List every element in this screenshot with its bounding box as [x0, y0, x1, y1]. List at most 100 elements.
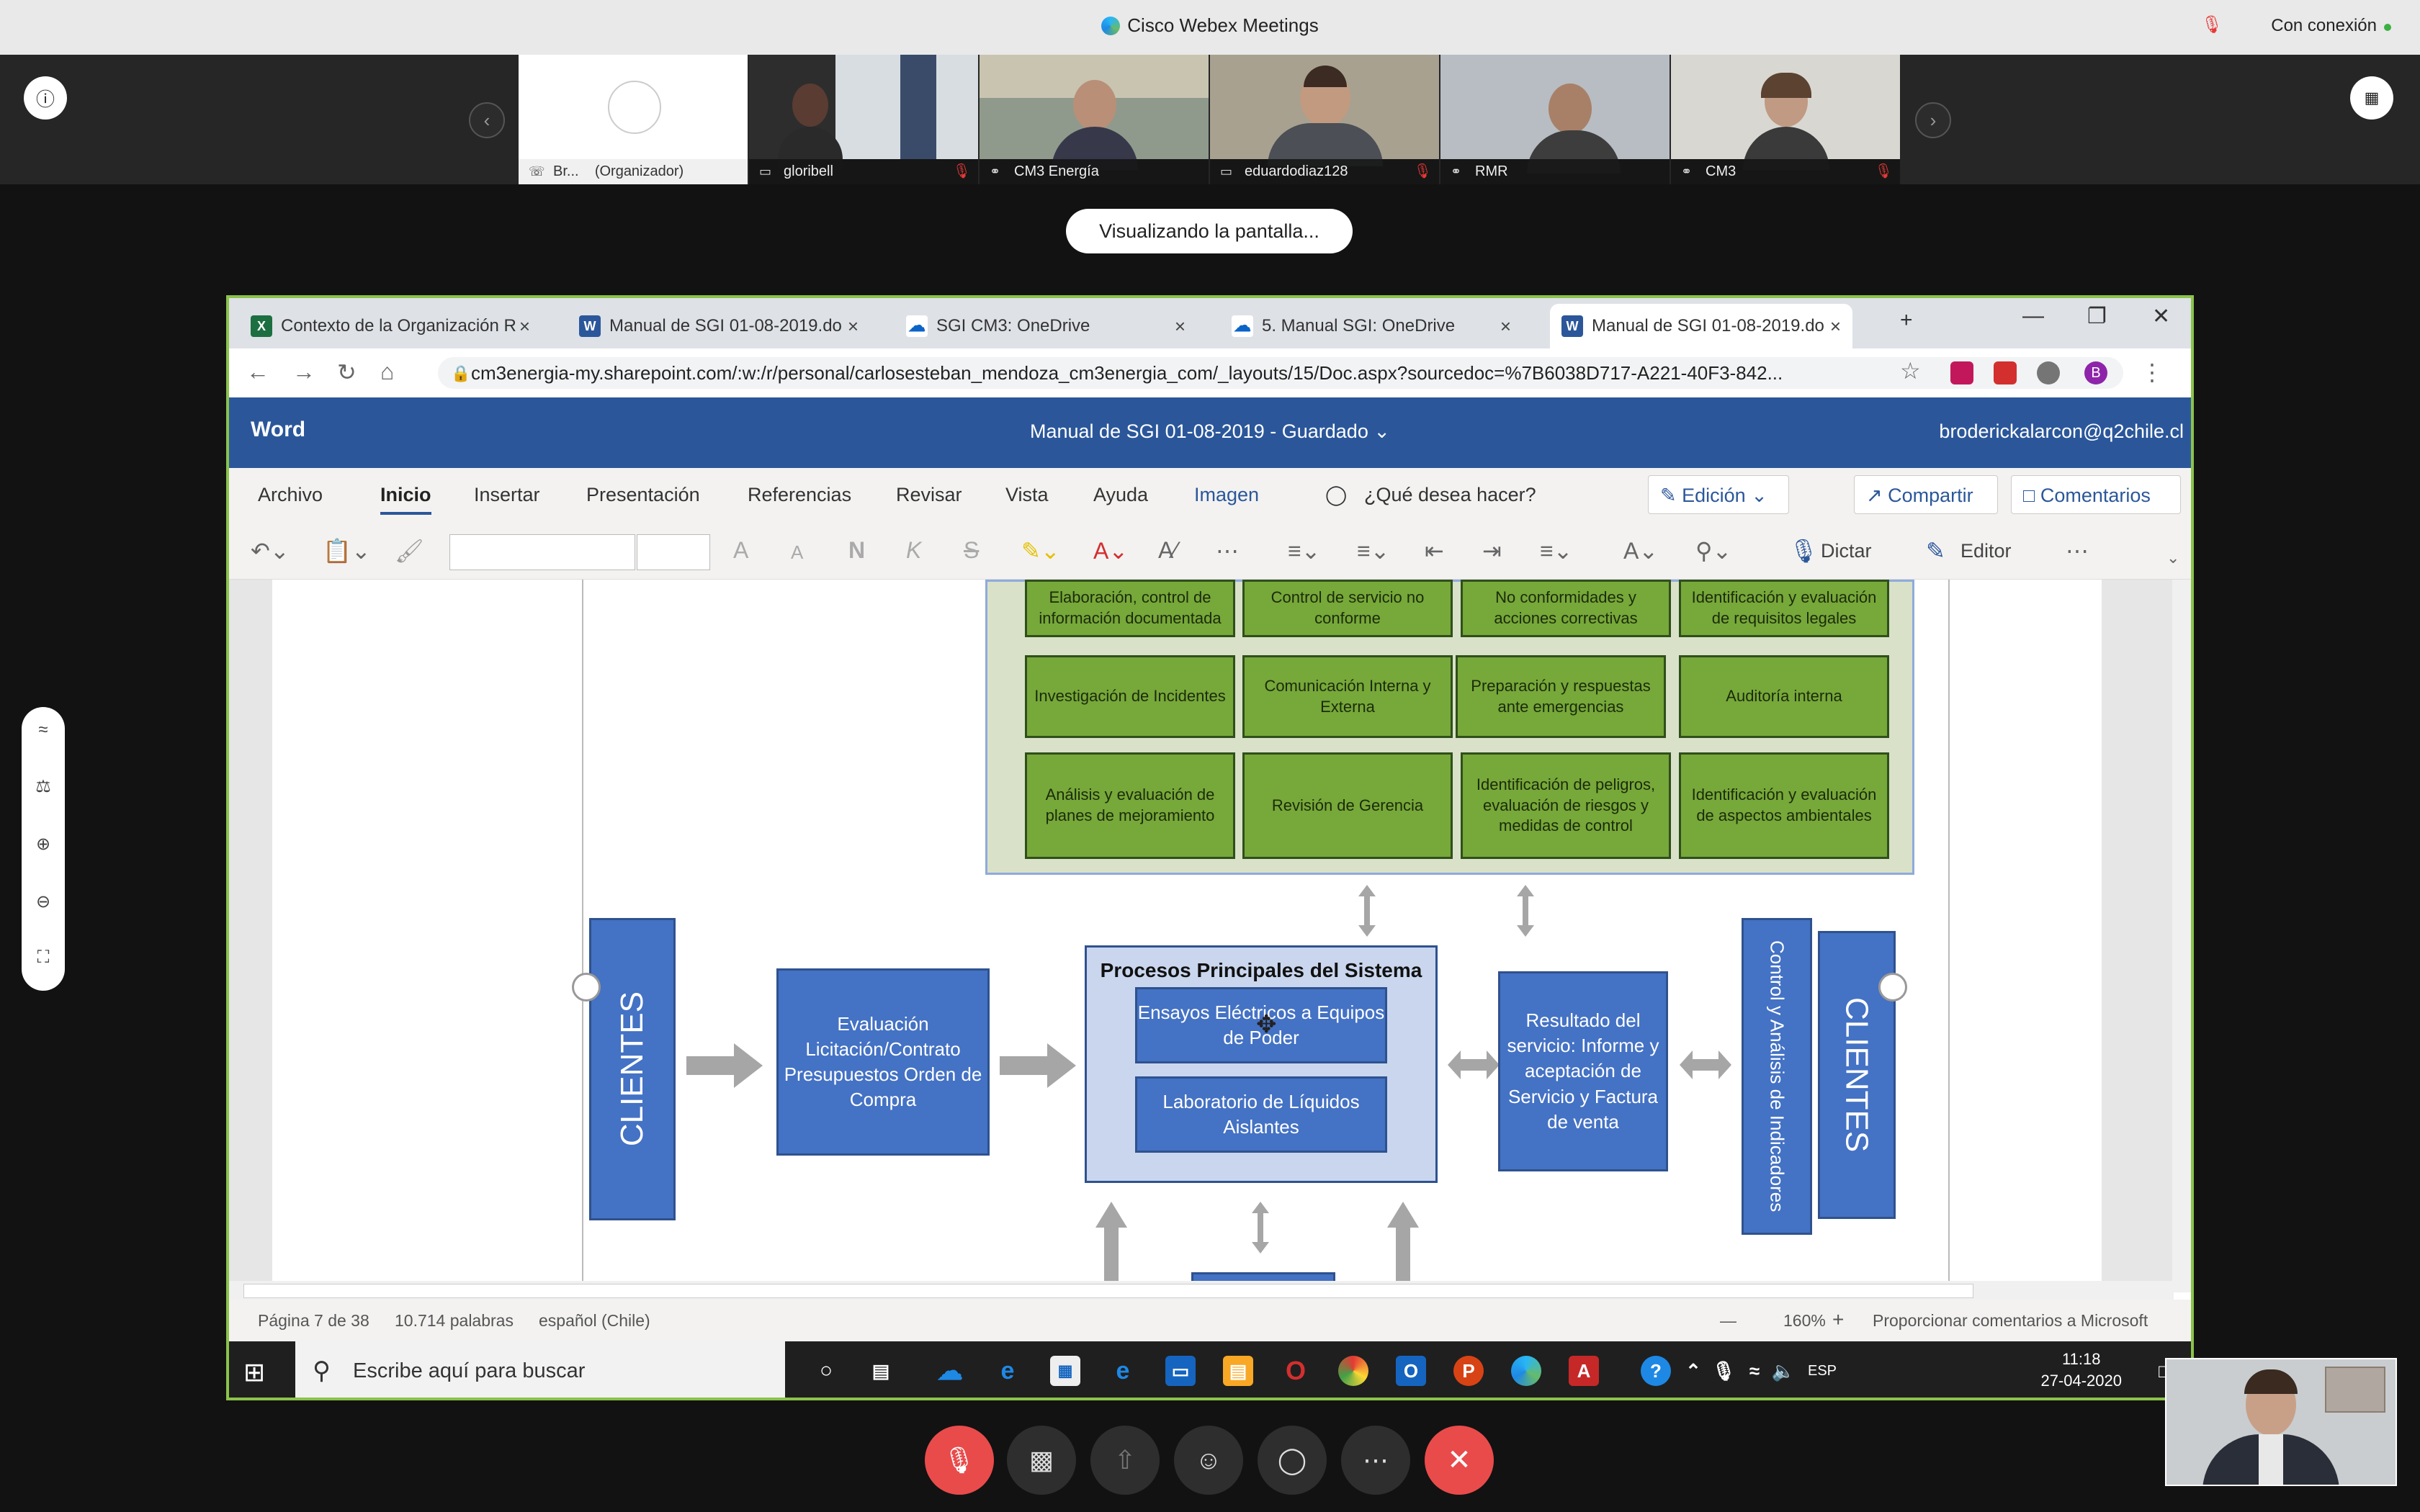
- document-language[interactable]: español (Chile): [539, 1311, 650, 1330]
- highlight-icon[interactable]: ✎⌄: [1021, 538, 1060, 564]
- chrome-icon[interactable]: [1338, 1356, 1368, 1386]
- strip-prev-button[interactable]: ‹: [469, 102, 505, 138]
- task-view-icon[interactable]: ▤: [871, 1359, 890, 1382]
- format-painter-icon[interactable]: 🖌: [395, 538, 424, 564]
- feedback-link[interactable]: Proporcionar comentarios a Microsoft: [1873, 1311, 2148, 1330]
- shrink-font-icon[interactable]: A: [791, 541, 804, 563]
- word-app-name[interactable]: Word: [251, 418, 306, 441]
- pen-icon[interactable]: ≈: [38, 720, 48, 739]
- forward-icon[interactable]: →: [292, 359, 315, 384]
- tab-referencias[interactable]: Referencias: [748, 484, 852, 505]
- editor-icon[interactable]: ✎: [1926, 538, 1945, 564]
- extension-icon[interactable]: [1994, 361, 2017, 384]
- font-color-icon[interactable]: A⌄: [1093, 538, 1129, 564]
- tab-ayuda[interactable]: Ayuda: [1093, 484, 1149, 505]
- numbering-icon[interactable]: ≡⌄: [1357, 538, 1390, 564]
- vertical-scrollbar[interactable]: [2172, 580, 2191, 1292]
- microphone-icon[interactable]: 🎙: [1789, 538, 1819, 564]
- more-icon[interactable]: ⋯: [1216, 538, 1239, 564]
- zoom-out-icon[interactable]: ⊖: [35, 892, 51, 912]
- ie-icon[interactable]: e: [1000, 1356, 1015, 1385]
- italic-button[interactable]: K: [906, 537, 922, 563]
- self-view-video[interactable]: [2165, 1358, 2397, 1486]
- profile-avatar[interactable]: B: [2084, 361, 2107, 384]
- video-off-button[interactable]: ▩: [1007, 1426, 1076, 1495]
- tab-insertar[interactable]: Insertar: [474, 484, 540, 505]
- acrobat-icon[interactable]: A: [1569, 1356, 1599, 1386]
- outlook-icon[interactable]: O: [1396, 1356, 1426, 1386]
- wifi-icon[interactable]: ≈: [1749, 1359, 1760, 1382]
- strikethrough-button[interactable]: S: [964, 537, 980, 563]
- zoom-out-button[interactable]: —: [1720, 1311, 1736, 1330]
- tab-imagen[interactable]: Imagen: [1194, 484, 1260, 505]
- reload-icon[interactable]: ↻: [337, 359, 357, 385]
- tray-chevron-icon[interactable]: ⌃: [1685, 1359, 1701, 1382]
- horizontal-scrollbar[interactable]: [229, 1281, 2174, 1300]
- edit-mode-button[interactable]: ✎ Edición ⌄: [1648, 475, 1789, 514]
- browser-tab[interactable]: ☁SGI CM3: OneDrive×: [895, 304, 1197, 348]
- url-field[interactable]: cm3energia-my.sharepoint.com/:w:/r/perso…: [438, 357, 2123, 389]
- input-language[interactable]: ESP: [1807, 1362, 1837, 1379]
- styles-icon[interactable]: A⌄: [1623, 538, 1659, 564]
- dictate-button[interactable]: Dictar: [1821, 540, 1872, 562]
- comments-button[interactable]: □ Comentarios: [2011, 475, 2181, 514]
- collapse-ribbon-icon[interactable]: ⌄: [2166, 549, 2180, 567]
- resize-handle[interactable]: [1878, 973, 1907, 1002]
- tab-inicio[interactable]: Inicio: [380, 484, 431, 515]
- undo-icon[interactable]: ↶⌄: [251, 538, 290, 564]
- fit-screen-icon[interactable]: ⛶: [37, 948, 50, 967]
- share-content-button[interactable]: ⇧: [1090, 1426, 1160, 1495]
- extension-icon[interactable]: [1950, 361, 1973, 384]
- powerpoint-icon[interactable]: P: [1453, 1356, 1484, 1386]
- participant-tile[interactable]: ⚭RMR: [1440, 55, 1670, 184]
- browser-menu-icon[interactable]: ⋮: [2141, 359, 2164, 385]
- mute-button[interactable]: 🎙: [925, 1426, 994, 1495]
- new-tab-button[interactable]: +: [1900, 308, 1913, 332]
- increase-indent-icon[interactable]: ⇥: [1482, 538, 1502, 564]
- minimize-button[interactable]: —: [2022, 304, 2044, 328]
- tell-me-search[interactable]: ¿Qué desea hacer?: [1364, 484, 1536, 505]
- zoom-in-icon[interactable]: ⊕: [35, 834, 51, 854]
- onedrive-icon[interactable]: ☁: [937, 1356, 963, 1385]
- info-icon[interactable]: ⓘ: [24, 76, 67, 120]
- taskbar-search[interactable]: ⚲Escribe aquí para buscar: [295, 1341, 785, 1398]
- align-icon[interactable]: ≡⌄: [1540, 538, 1573, 564]
- paste-icon[interactable]: 📋⌄: [323, 538, 371, 564]
- edge-icon[interactable]: e: [1116, 1356, 1130, 1385]
- find-icon[interactable]: ⚲⌄: [1695, 538, 1732, 564]
- participant-tile[interactable]: ⚭CM3🎙: [1671, 55, 1900, 184]
- resize-handle[interactable]: [572, 973, 601, 1002]
- participant-tile[interactable]: ⚭CM3 Energía: [980, 55, 1209, 184]
- close-window-button[interactable]: ✕: [2152, 305, 2171, 328]
- tab-archivo[interactable]: Archivo: [258, 484, 323, 505]
- clear-format-icon[interactable]: A⁄: [1158, 537, 1178, 563]
- tab-vista[interactable]: Vista: [1005, 484, 1049, 505]
- share-button[interactable]: ↗ Compartir: [1854, 475, 1998, 514]
- font-name-select[interactable]: [449, 534, 635, 570]
- document-title[interactable]: Manual de SGI 01-08-2019 - Guardado ⌄: [1030, 420, 1390, 442]
- bold-button[interactable]: N: [848, 537, 866, 563]
- remote-desktop-icon[interactable]: ▭: [1165, 1356, 1196, 1386]
- word-count[interactable]: 10.714 palabras: [395, 1311, 514, 1330]
- webex-icon[interactable]: [1511, 1356, 1541, 1386]
- eraser-icon[interactable]: ⚖: [35, 777, 51, 796]
- leave-meeting-button[interactable]: ✕: [1425, 1426, 1494, 1495]
- zoom-level[interactable]: 160%: [1783, 1311, 1826, 1330]
- participant-tile[interactable]: ▭eduardodiaz128🎙: [1210, 55, 1439, 184]
- tab-revisar[interactable]: Revisar: [896, 484, 962, 505]
- windows-start-icon[interactable]: ⊞: [243, 1357, 266, 1387]
- user-account[interactable]: broderickalarcon@q2chile.cl: [1939, 420, 2184, 442]
- editor-button[interactable]: Editor: [1960, 540, 2012, 562]
- extension-icon[interactable]: [2037, 361, 2060, 384]
- decrease-indent-icon[interactable]: ⇤: [1425, 538, 1444, 564]
- font-size-select[interactable]: [637, 534, 710, 570]
- back-icon[interactable]: ←: [246, 359, 269, 384]
- grow-font-icon[interactable]: A: [733, 537, 749, 563]
- tray-mic-icon[interactable]: 🎙: [1711, 1359, 1736, 1382]
- calendar-icon[interactable]: ▦: [1050, 1356, 1080, 1386]
- tab-presentacion[interactable]: Presentación: [586, 484, 700, 505]
- participant-tile[interactable]: ☏Br... (Organizador): [519, 55, 748, 184]
